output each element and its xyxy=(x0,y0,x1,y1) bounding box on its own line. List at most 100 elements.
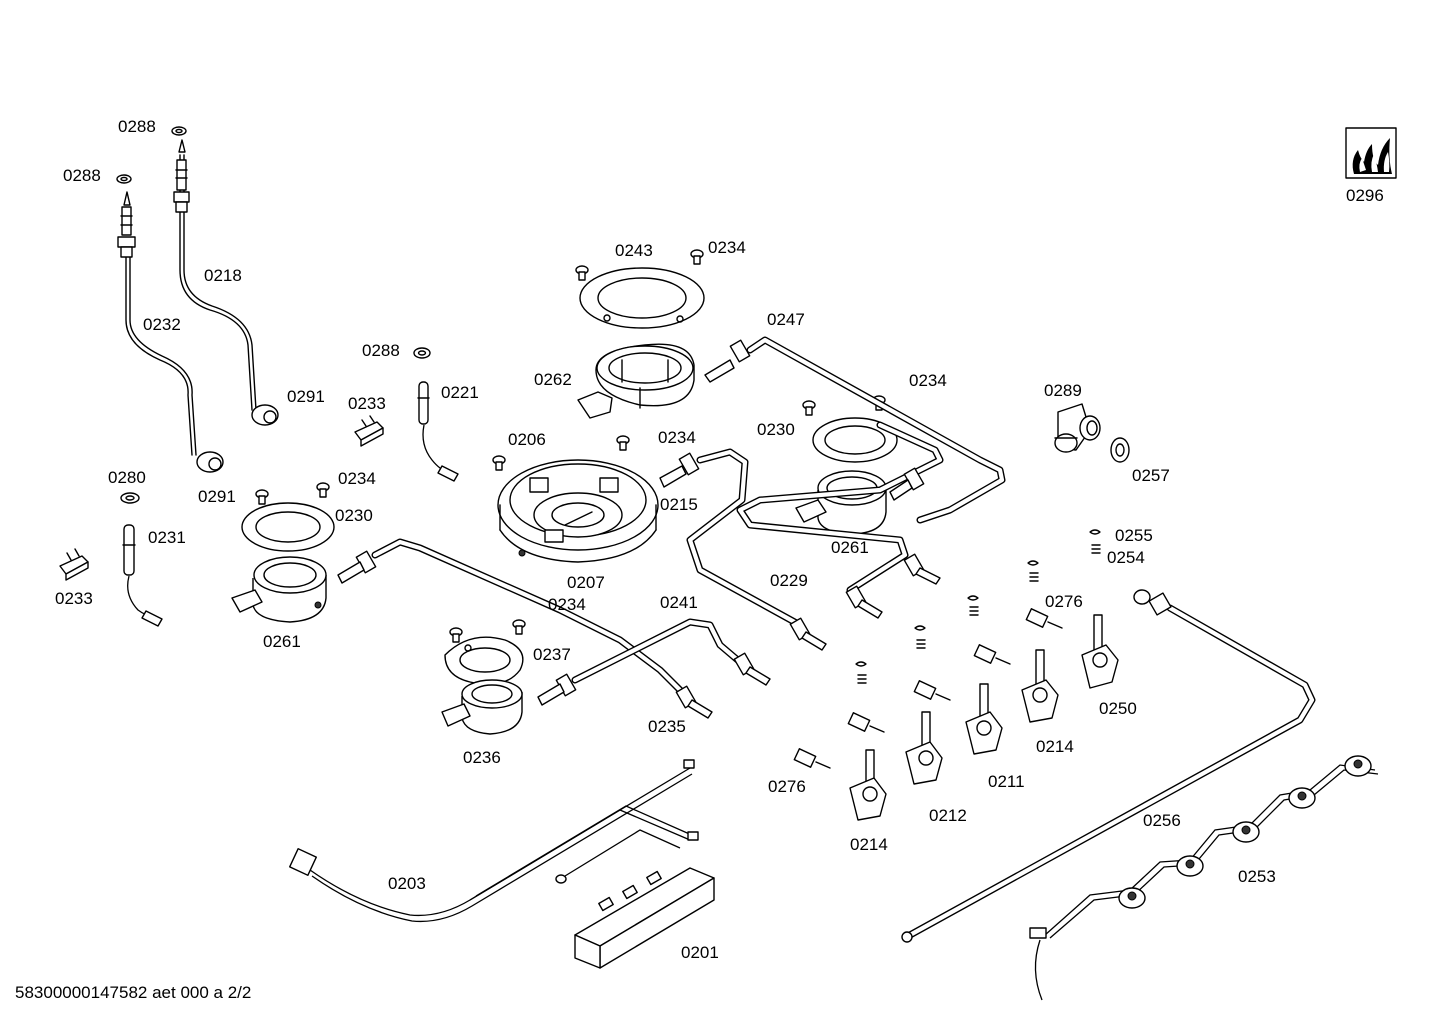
burner-cup-0261-left xyxy=(231,556,327,623)
label-0234-b: 0234 xyxy=(708,238,746,257)
label-0276-b: 0276 xyxy=(768,777,806,796)
washer-0257 xyxy=(1110,437,1130,463)
label-0215: 0215 xyxy=(660,495,698,514)
label-0280: 0280 xyxy=(108,468,146,487)
gas-tube-0230-loop xyxy=(736,421,944,619)
spring-clip-group xyxy=(855,529,1101,684)
label-0203: 0203 xyxy=(388,874,426,893)
burner-cup-0236 xyxy=(441,679,523,735)
part-labels: 0288 0288 0218 0232 0291 0291 0288 0233 … xyxy=(55,117,1384,962)
wire-harness-0203 xyxy=(289,759,699,923)
gasket-0243 xyxy=(579,267,705,329)
washer-0288-c xyxy=(413,347,431,359)
burner-cup-0261-right xyxy=(795,470,887,535)
thermocouple-0232 xyxy=(117,191,224,473)
label-0237: 0237 xyxy=(533,645,571,664)
label-0288-c: 0288 xyxy=(362,341,400,360)
screw-icon xyxy=(449,627,463,643)
label-0233-b: 0233 xyxy=(55,589,93,608)
gas-tube-0247 xyxy=(704,336,1006,524)
label-0214-b: 0214 xyxy=(850,835,888,854)
gasket-0237 xyxy=(444,636,524,685)
screw-icon xyxy=(255,489,269,505)
washer-0288-a xyxy=(171,126,187,136)
label-0214-a: 0214 xyxy=(1036,737,1074,756)
label-0233-a: 0233 xyxy=(348,394,386,413)
gas-tube-0234-left xyxy=(337,538,713,719)
main-gas-pipe-0256 xyxy=(901,589,1316,943)
label-0253: 0253 xyxy=(1238,867,1276,886)
gas-valve-0214-left xyxy=(849,749,887,821)
label-0234-a: 0234 xyxy=(338,469,376,488)
label-0230-b: 0230 xyxy=(757,420,795,439)
label-0207: 0207 xyxy=(567,573,605,592)
igniter-module-0201 xyxy=(574,867,715,969)
screw-icon xyxy=(690,249,704,265)
burner-cup-0206 xyxy=(497,459,659,563)
elbow-connector-0289 xyxy=(1054,403,1101,453)
screw-icon xyxy=(802,400,816,416)
clip-0233-b xyxy=(59,548,89,581)
washer-0288-b xyxy=(116,174,132,184)
washer-0280 xyxy=(120,492,140,504)
burner-cup-0262 xyxy=(577,343,695,419)
label-0276-a: 0276 xyxy=(1045,592,1083,611)
gas-valve-0212 xyxy=(905,711,943,785)
label-0288-a: 0288 xyxy=(118,117,156,136)
screw-icon xyxy=(316,482,330,498)
label-0232: 0232 xyxy=(143,315,181,334)
flame-icon xyxy=(1345,127,1397,179)
spindle-0276-group xyxy=(793,608,1063,769)
label-0230-a: 0230 xyxy=(335,506,373,525)
gas-tube-0229 xyxy=(659,448,827,651)
label-0247: 0247 xyxy=(767,310,805,329)
label-0296: 0296 xyxy=(1346,186,1384,205)
screw-icon xyxy=(492,455,506,471)
label-0243: 0243 xyxy=(615,241,653,260)
ignition-electrode-0231 xyxy=(122,524,163,627)
clip-0233-a xyxy=(354,415,384,447)
label-0229: 0229 xyxy=(770,571,808,590)
label-0234-c: 0234 xyxy=(909,371,947,390)
label-0212: 0212 xyxy=(929,806,967,825)
screw-icon xyxy=(616,435,630,451)
label-0236: 0236 xyxy=(463,748,501,767)
label-0235: 0235 xyxy=(648,717,686,736)
ignition-electrode-0221 xyxy=(417,381,459,482)
screw-icon xyxy=(575,265,589,281)
gasket-0230-left xyxy=(241,502,335,552)
label-0261-b: 0261 xyxy=(831,538,869,557)
gas-valve-0211 xyxy=(965,683,1003,755)
label-0255: 0255 xyxy=(1115,526,1153,545)
gas-valve-0214-right xyxy=(1021,649,1059,723)
thermocouple-0218 xyxy=(173,139,279,426)
label-0262: 0262 xyxy=(534,370,572,389)
label-0206: 0206 xyxy=(508,430,546,449)
gasket-0230-right xyxy=(812,417,898,463)
label-0291-a: 0291 xyxy=(287,387,325,406)
label-0231: 0231 xyxy=(148,528,186,547)
label-0250: 0250 xyxy=(1099,699,1137,718)
switch-harness-0253 xyxy=(1029,755,1379,1001)
label-0257: 0257 xyxy=(1132,466,1170,485)
label-0291-b: 0291 xyxy=(198,487,236,506)
label-0288-b: 0288 xyxy=(63,166,101,185)
label-0234-e: 0234 xyxy=(548,595,586,614)
label-0221: 0221 xyxy=(441,383,479,402)
label-0254: 0254 xyxy=(1107,548,1145,567)
label-0241: 0241 xyxy=(660,593,698,612)
gas-tube-0241 xyxy=(537,618,771,706)
label-0211: 0211 xyxy=(988,772,1025,791)
screw-icon xyxy=(512,619,526,635)
label-0234-d: 0234 xyxy=(658,428,696,447)
label-0256: 0256 xyxy=(1143,811,1181,830)
screw-0234-group xyxy=(255,249,886,643)
label-0289: 0289 xyxy=(1044,381,1082,400)
label-0218: 0218 xyxy=(204,266,242,285)
document-code: 58300000147582 aet 000 a 2/2 xyxy=(15,983,251,1002)
label-0201: 0201 xyxy=(681,943,719,962)
gas-valve-0250 xyxy=(1081,614,1119,689)
label-0261-a: 0261 xyxy=(263,632,301,651)
